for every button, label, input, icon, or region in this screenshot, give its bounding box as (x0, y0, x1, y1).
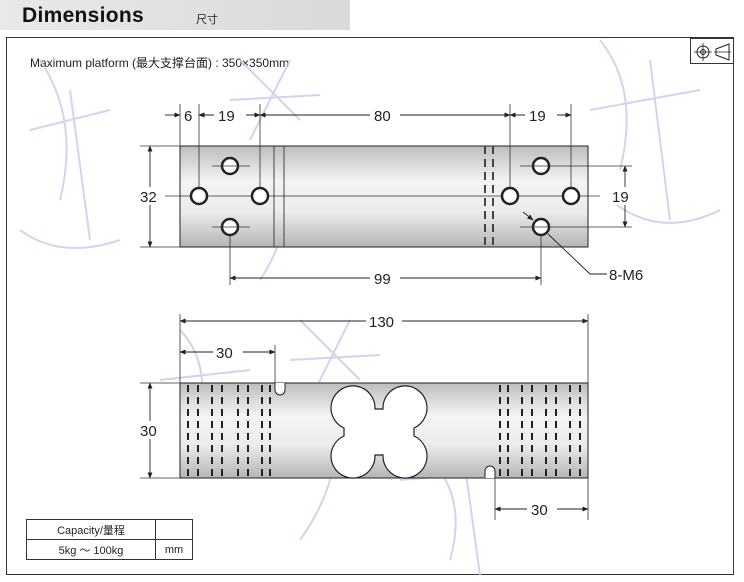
mounting-holes-right (500, 156, 632, 237)
projection-icon (694, 43, 731, 61)
hidden-slots-right (499, 385, 581, 476)
dim-130: 130 (369, 314, 394, 331)
header-band: Dimensions 尺寸 (0, 0, 350, 30)
dim-30-side: 30 (140, 423, 157, 440)
dim-19-left: 19 (218, 108, 235, 125)
hole (561, 186, 581, 206)
dim-80: 80 (374, 108, 391, 125)
capacity-table: Capacity/量程 5kg ～ 100kg mm (26, 519, 193, 560)
capacity-header-blank (155, 519, 193, 540)
top-view: 6 19 80 19 32 19 99 8-M6 (137, 104, 643, 288)
dim-19-right: 19 (529, 108, 546, 125)
dim-19-side: 19 (612, 189, 629, 206)
drawing-frame (6, 37, 734, 575)
hidden-slots-left (187, 385, 271, 476)
front-view: 130 30 30 30 (137, 312, 589, 520)
dim-6: 6 (184, 108, 192, 125)
binocular-cutout (330, 385, 428, 479)
dim-30-top: 30 (216, 345, 233, 362)
platform-note: Maximum platform (最大支撑台面) : 350×350mm (30, 56, 290, 70)
page-subtitle: 尺寸 (196, 14, 218, 26)
top-view-body (179, 145, 589, 248)
capacity-value: 5kg ～ 100kg (26, 539, 156, 560)
dim-32: 32 (140, 189, 157, 206)
page-title: Dimensions (22, 4, 145, 27)
dim-99: 99 (374, 271, 391, 288)
hole (500, 186, 520, 206)
unit-cell: mm (155, 539, 193, 560)
dim-30-bottom: 30 (531, 502, 548, 519)
bottom-notch (484, 465, 496, 478)
projection-symbol (690, 38, 734, 64)
watermark (19, 39, 721, 576)
hole (189, 186, 209, 206)
capacity-header: Capacity/量程 (26, 519, 156, 540)
thread-callout: 8-M6 (609, 267, 643, 284)
top-notch (274, 383, 286, 396)
hole (250, 186, 270, 206)
